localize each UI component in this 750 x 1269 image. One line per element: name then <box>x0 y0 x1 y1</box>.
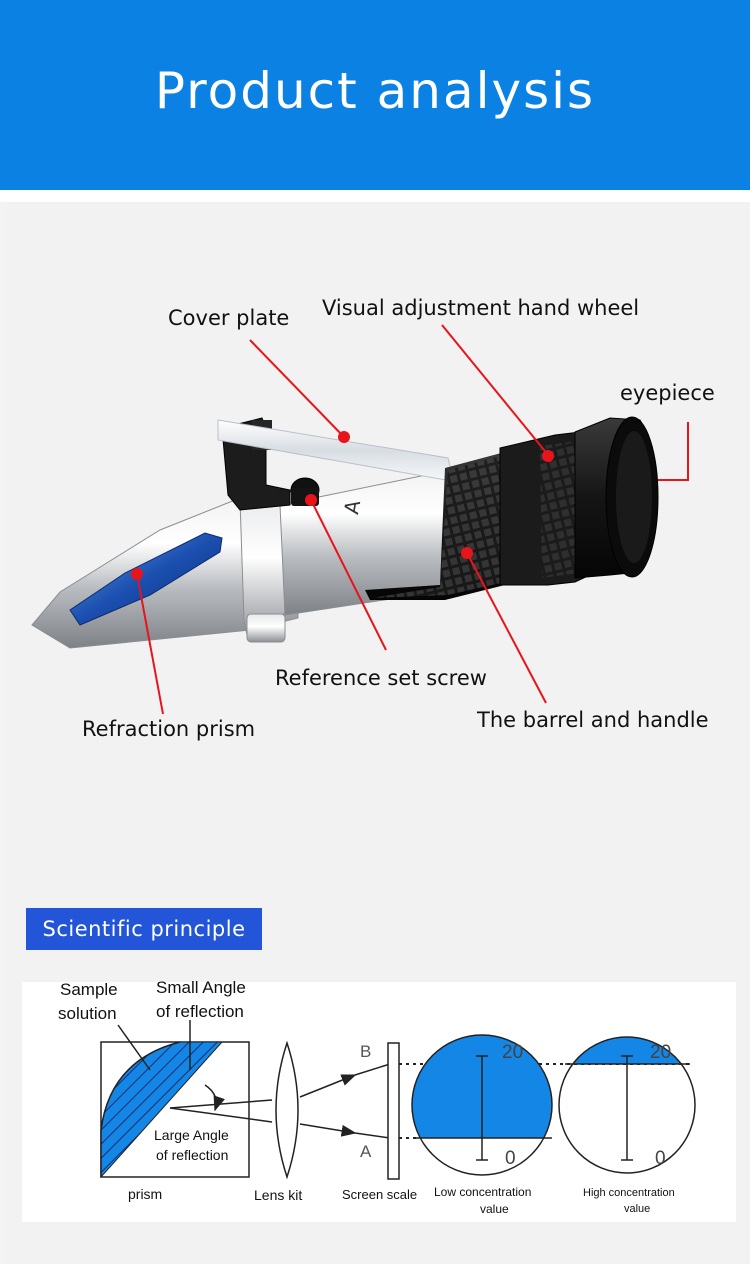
prism-arc <box>100 1041 181 1177</box>
small-angle-label-1: Small Angle <box>156 978 246 997</box>
dot-cover-plate <box>338 431 350 443</box>
label-cover-plate: Cover plate <box>168 306 290 330</box>
point-b-label: B <box>360 1042 372 1061</box>
knurled-grip-texture <box>372 455 540 598</box>
page-title: Product analysis <box>154 62 596 120</box>
ray-to-b <box>299 1074 357 1098</box>
ray-b-cont <box>354 1063 391 1076</box>
label-barrel-handle: The barrel and handle <box>477 708 709 732</box>
dot-barrel <box>461 547 473 559</box>
large-angle-label-2: of reflection <box>156 1147 229 1163</box>
high-circle <box>558 1036 696 1174</box>
high-caption-2: value <box>624 1203 651 1215</box>
dot-set-screw <box>305 494 317 506</box>
section-badge <box>26 908 262 950</box>
high-top-value: 20 <box>650 1042 672 1063</box>
sample-label-2: solution <box>58 1004 117 1023</box>
hand-wheel-texture <box>540 440 585 578</box>
small-angle-label-2: of reflection <box>156 1002 244 1021</box>
principle-diagram <box>22 982 736 1222</box>
ray-a-cont <box>354 1132 391 1139</box>
point-a-label: A <box>360 1142 372 1161</box>
screen-scale <box>387 1042 400 1180</box>
refractometer-illustration: A <box>31 324 689 715</box>
pointer-dots <box>131 431 554 580</box>
high-caption-1: High concentration <box>583 1187 675 1199</box>
label-refraction-prism: Refraction prism <box>82 717 256 741</box>
pointer-eyepiece <box>658 422 689 481</box>
ray-lower <box>169 1107 273 1123</box>
label-eyepiece: eyepiece <box>620 381 715 405</box>
screen-scale-caption: Screen scale <box>342 1187 418 1202</box>
lens-kit-caption: Lens kit <box>254 1187 303 1203</box>
lens <box>275 1040 299 1180</box>
pointer-refraction <box>136 573 164 715</box>
eyepiece-rim <box>616 431 652 563</box>
label-hand-wheel: Visual adjustment hand wheel <box>322 296 640 320</box>
low-caption-1: Low concentration <box>434 1185 532 1199</box>
principle-drawing <box>100 1020 696 1180</box>
angle-arc <box>204 1084 225 1112</box>
prism-window <box>69 532 223 626</box>
low-bottom-value: 0 <box>505 1148 516 1169</box>
pointer-hand-wheel <box>441 324 550 457</box>
engraving: A <box>339 498 365 516</box>
dot-hand-wheel <box>542 450 554 462</box>
low-fill-group <box>412 1035 552 1138</box>
low-top-value: 20 <box>502 1042 524 1063</box>
section-title: Scientific principle <box>42 917 246 941</box>
divider <box>0 190 750 202</box>
callout-pointers <box>136 324 689 715</box>
dot-refraction <box>131 568 143 580</box>
low-circle <box>411 1034 553 1176</box>
hinge-lug <box>246 613 286 643</box>
low-fill <box>412 1035 552 1138</box>
prism-caption: prism <box>128 1186 163 1202</box>
sample-leader <box>117 1024 151 1071</box>
high-bottom-value: 0 <box>655 1148 666 1169</box>
ray-to-a <box>299 1123 357 1137</box>
pointer-cover-plate <box>249 339 345 438</box>
bottom-divider <box>0 1264 750 1269</box>
low-caption-2: value <box>480 1202 509 1216</box>
pointer-set-screw <box>310 499 387 651</box>
large-angle-label-1: Large Angle <box>154 1127 229 1143</box>
sample-label-1: Sample <box>60 980 118 999</box>
header-banner <box>0 0 750 190</box>
label-set-screw: Reference set screw <box>275 666 487 690</box>
pointer-barrel <box>466 552 547 704</box>
